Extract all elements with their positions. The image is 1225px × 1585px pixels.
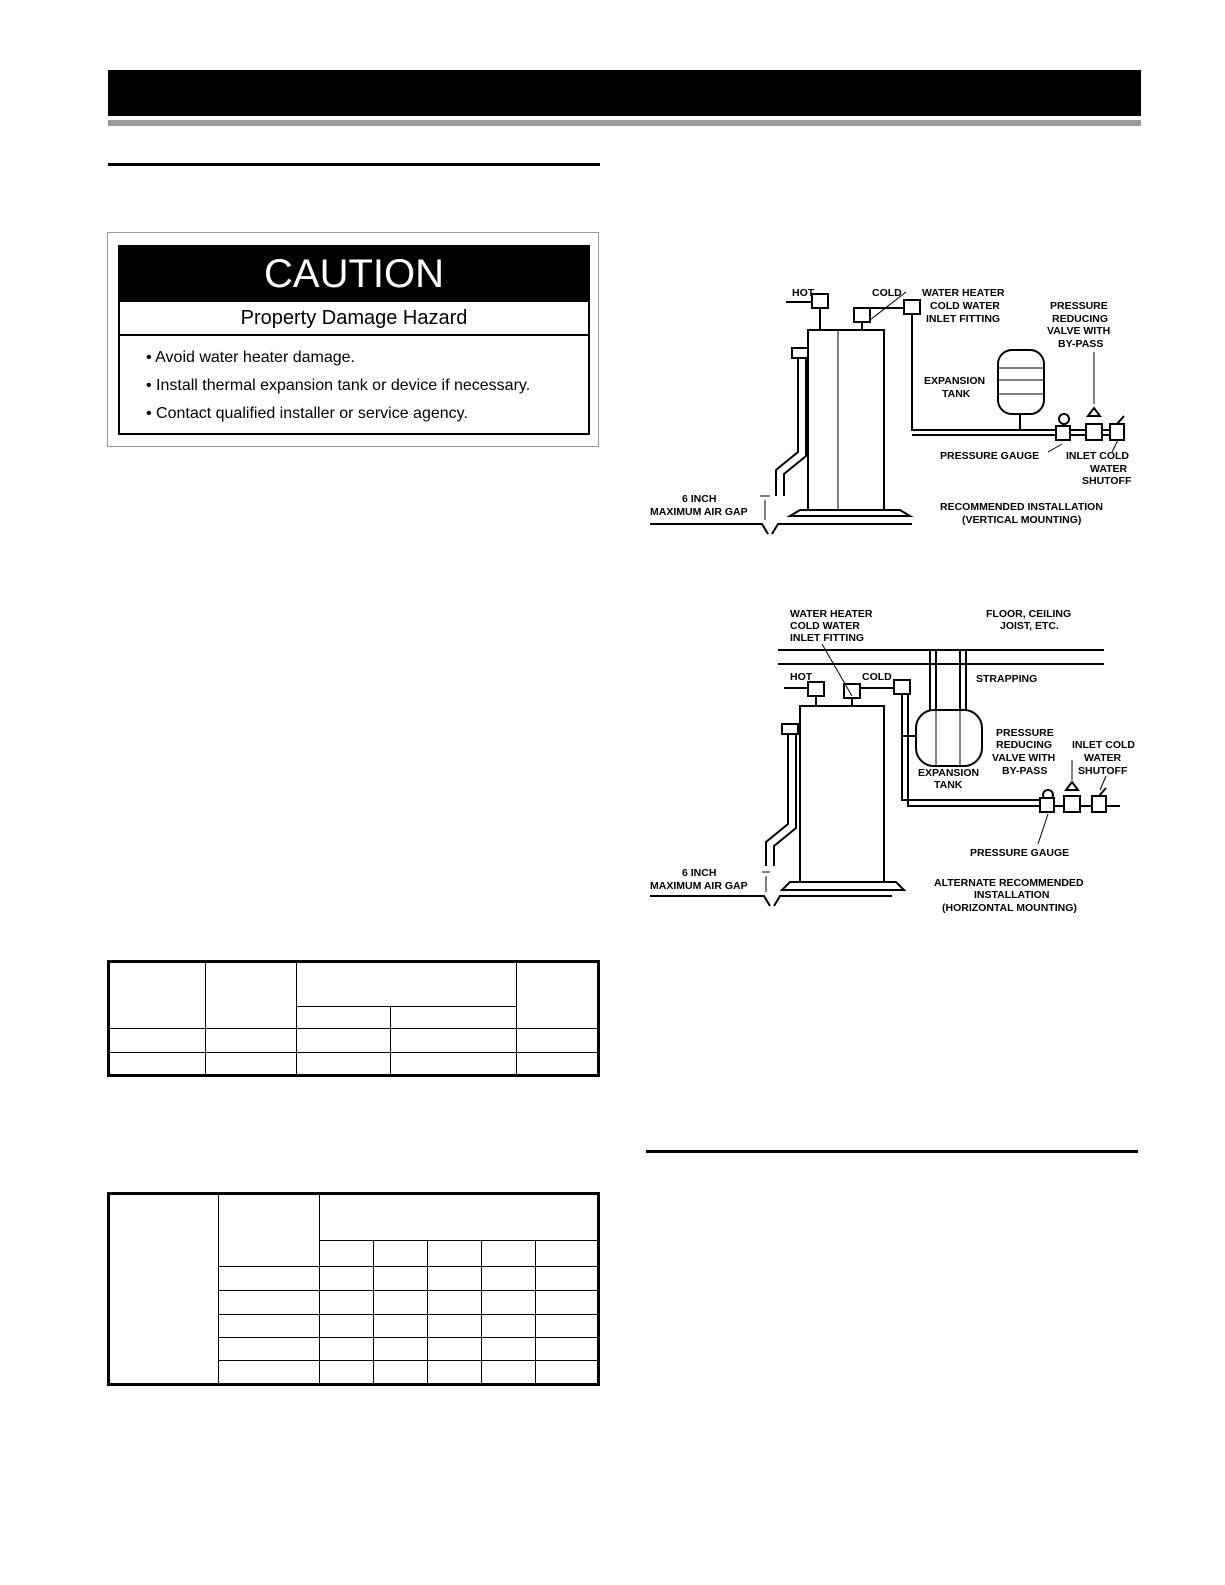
table-row [109, 1336, 599, 1361]
table-row [108, 1052, 599, 1076]
label-expansion-tank: TANK [942, 388, 971, 400]
label-shutoff: SHUTOFF [1078, 765, 1128, 777]
label-air-gap: MAXIMUM AIR GAP [650, 506, 748, 518]
caution-label-frame [107, 232, 599, 447]
horizontal-installation-diagram: WATER HEATER COLD WATER INLET FITTING FL… [650, 608, 1135, 914]
label-prv: VALVE WITH [1047, 325, 1110, 337]
label-cold: COLD [872, 287, 902, 299]
section-rule-right [646, 1150, 1138, 1153]
label-shutoff: INLET COLD [1072, 739, 1135, 751]
label-hot: HOT [790, 671, 813, 683]
label-shutoff: WATER [1084, 752, 1122, 764]
label-prv: VALVE WITH [992, 752, 1055, 764]
table-row [109, 1359, 599, 1386]
table-row [109, 1006, 599, 1029]
caution-heading: CAUTION [120, 247, 588, 302]
table-2 [107, 1192, 600, 1386]
vertical-installation-diagram: HOT COLD WATER HEATER COLD WATER INLET F… [650, 287, 1132, 535]
caution-item: • Avoid water heater damage. [146, 349, 355, 366]
shutoff-valve [1091, 795, 1107, 813]
label-expansion-tank: TANK [934, 779, 963, 791]
caution-item: • Install thermal expansion tank or devi… [146, 377, 531, 394]
table-row [109, 1266, 599, 1292]
label-inlet-fitting: COLD WATER [790, 620, 860, 632]
expansion-tank [915, 709, 983, 767]
label-pressure-gauge: PRESSURE GAUGE [970, 847, 1069, 859]
label-cold: COLD [862, 671, 892, 683]
label-air-gap: MAXIMUM AIR GAP [650, 880, 748, 892]
heater-tank [807, 329, 885, 511]
table-1 [107, 960, 600, 1077]
label-air-gap: 6 INCH [682, 867, 716, 879]
pressure-reducing-valve [1085, 423, 1103, 441]
label-expansion-tank: EXPANSION [924, 375, 985, 387]
label-floor: JOIST, ETC. [1000, 620, 1059, 632]
label-prv: PRESSURE [1050, 300, 1108, 312]
label-pressure-gauge: PRESSURE GAUGE [940, 450, 1039, 462]
pressure-reducing-valve [1063, 795, 1081, 813]
label-hot: HOT [792, 287, 815, 299]
diagram-caption: ALTERNATE RECOMMENDED [934, 877, 1084, 889]
label-inlet-fitting: INLET FITTING [926, 313, 1000, 325]
heater-tank [799, 705, 885, 883]
label-prv: REDUCING [996, 739, 1052, 751]
label-prv: BY-PASS [1002, 765, 1047, 777]
caution-list: • Avoid water heater damage. • Install t… [146, 346, 586, 430]
table-row [108, 1192, 599, 1385]
table-row [108, 1028, 599, 1053]
diagram-caption: (HORIZONTAL MOUNTING) [942, 902, 1077, 914]
label-shutoff: INLET COLD [1066, 450, 1129, 462]
header-bar [108, 70, 1141, 116]
diagram-caption: (VERTICAL MOUNTING) [962, 514, 1081, 526]
label-air-gap: 6 INCH [682, 493, 716, 505]
table-row [108, 961, 599, 1029]
label-inlet-fitting: WATER HEATER [922, 287, 1005, 299]
label-inlet-fitting: INLET FITTING [790, 632, 864, 644]
caution-subheading: Property Damage Hazard [120, 302, 588, 336]
label-prv: PRESSURE [996, 727, 1054, 739]
label-inlet-fitting: WATER HEATER [790, 608, 873, 620]
caution-item: • Contact qualified installer or service… [146, 405, 468, 422]
label-prv: BY-PASS [1058, 338, 1103, 350]
pressure-gauge [1058, 413, 1070, 425]
label-floor: FLOOR, CEILING [986, 608, 1071, 620]
label-prv: REDUCING [1052, 313, 1108, 325]
section-rule-left [108, 163, 600, 166]
shutoff-valve [1109, 423, 1125, 441]
diagram-caption: INSTALLATION [974, 889, 1049, 901]
caution-label [118, 245, 590, 435]
label-shutoff: WATER [1090, 463, 1128, 475]
expansion-tank [997, 349, 1045, 415]
diagram-caption: RECOMMENDED INSTALLATION [940, 501, 1103, 513]
header-shadow-bar [108, 120, 1141, 126]
label-strapping: STRAPPING [976, 673, 1037, 685]
label-shutoff: SHUTOFF [1082, 475, 1132, 487]
label-inlet-fitting: COLD WATER [930, 300, 1000, 312]
label-expansion-tank: EXPANSION [918, 767, 979, 779]
